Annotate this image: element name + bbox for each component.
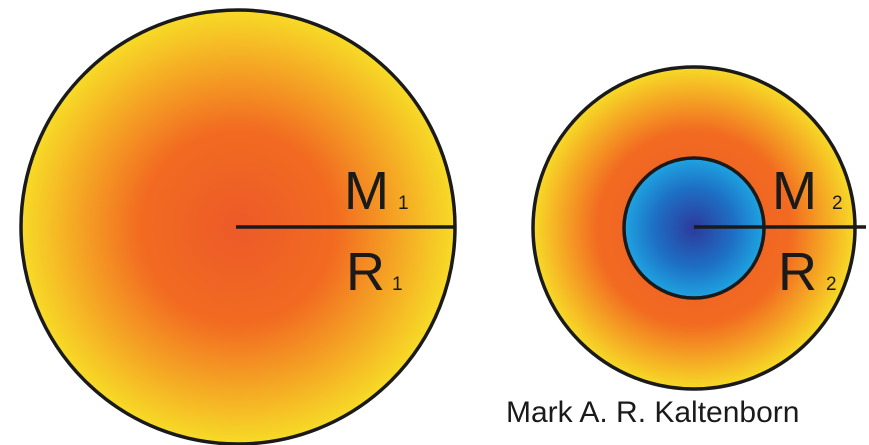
body-1-mass-subscript: 1 — [398, 193, 409, 214]
body-2-mass-subscript: 2 — [832, 193, 843, 214]
body-1-radius-label: R — [346, 242, 385, 302]
body-1-radius-subscript: 1 — [392, 274, 403, 295]
author-credit: Mark A. R. Kaltenborn — [506, 396, 800, 429]
body-1: M 1 R 1 — [19, 8, 457, 445]
body-2-radius-label: R — [778, 242, 817, 302]
body-1-mass-label: M — [344, 161, 389, 221]
body-2-radius-subscript: 2 — [826, 274, 837, 295]
body-2-mass-label: M — [772, 161, 817, 221]
body-2: M 2 R 2 — [531, 65, 866, 391]
